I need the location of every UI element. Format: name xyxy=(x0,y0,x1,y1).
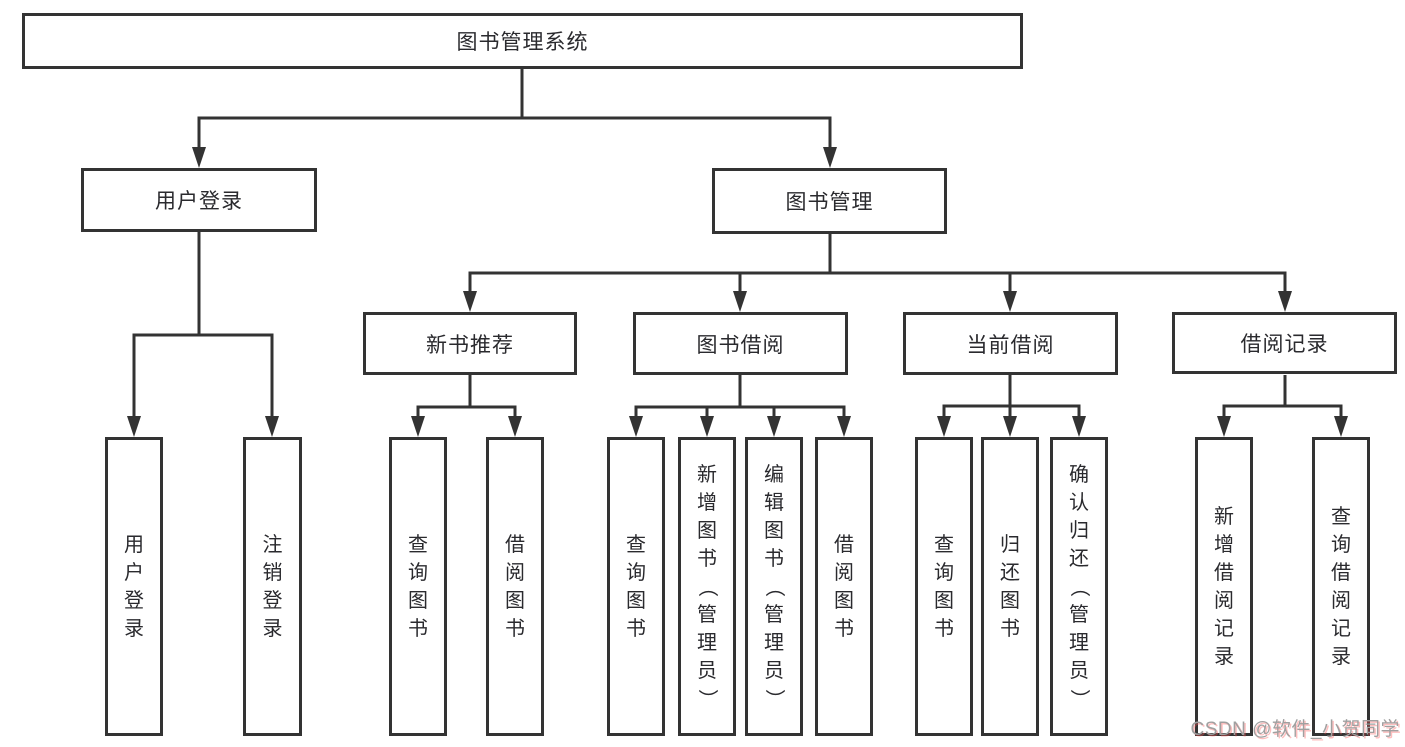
node-label: 借阅记录 xyxy=(1240,333,1329,356)
node-label: 借阅图书 xyxy=(834,533,854,640)
node-label: 新增图书（管理员） xyxy=(696,463,718,709)
csdn-watermark: CSDN @软件_小贺同学 xyxy=(1190,719,1400,740)
node-root-system: 图书管理系统 xyxy=(22,13,1023,69)
node-label: 编辑图书（管理员） xyxy=(763,463,785,709)
leaf-current-query-books: 查询图书 xyxy=(915,437,973,736)
leaf-user-login: 用户登录 xyxy=(105,437,163,736)
leaf-query-borrow-record: 查询借阅记录 xyxy=(1312,437,1370,736)
node-new-book-recommend: 新书推荐 xyxy=(363,312,577,375)
leaf-borrowing-query-books: 查询图书 xyxy=(607,437,665,736)
node-label: 确认归还（管理员） xyxy=(1068,463,1090,709)
node-label: 新增借阅记录 xyxy=(1214,505,1234,668)
node-current-borrowing: 当前借阅 xyxy=(903,312,1118,375)
node-label: 查询图书 xyxy=(626,533,646,640)
node-label: 图书借阅 xyxy=(696,333,785,357)
node-label: 查询图书 xyxy=(934,533,954,640)
node-label: 当前借阅 xyxy=(966,333,1055,357)
node-borrow-records: 借阅记录 xyxy=(1172,312,1397,374)
node-label: 新书推荐 xyxy=(426,333,514,357)
node-label: 图书管理 xyxy=(785,191,874,214)
node-label: 查询图书 xyxy=(408,533,428,640)
leaf-recommend-query-books: 查询图书 xyxy=(389,437,447,736)
leaf-confirm-return-admin: 确认归还（管理员） xyxy=(1050,437,1108,736)
leaf-edit-books-admin: 编辑图书（管理员） xyxy=(745,437,803,736)
node-book-management: 图书管理 xyxy=(712,168,947,234)
arrowheads xyxy=(127,147,1348,437)
node-label: 归还图书 xyxy=(1000,533,1020,640)
node-book-borrowing: 图书借阅 xyxy=(633,312,848,375)
node-label: 用户登录 xyxy=(155,190,243,213)
node-user-login: 用户登录 xyxy=(81,168,317,232)
leaf-recommend-borrow-books: 借阅图书 xyxy=(486,437,544,736)
node-label: 图书管理系统 xyxy=(456,31,589,54)
leaf-borrowing-borrow-books: 借阅图书 xyxy=(815,437,873,736)
node-label: 查询借阅记录 xyxy=(1331,505,1351,668)
leaf-return-books: 归还图书 xyxy=(981,437,1039,736)
node-label: 注销登录 xyxy=(262,533,283,640)
node-label: 用户登录 xyxy=(124,533,144,640)
node-label: 借阅图书 xyxy=(505,533,525,640)
leaf-logout: 注销登录 xyxy=(243,437,302,736)
leaf-add-books-admin: 新增图书（管理员） xyxy=(678,437,736,736)
leaf-add-borrow-record: 新增借阅记录 xyxy=(1195,437,1253,736)
